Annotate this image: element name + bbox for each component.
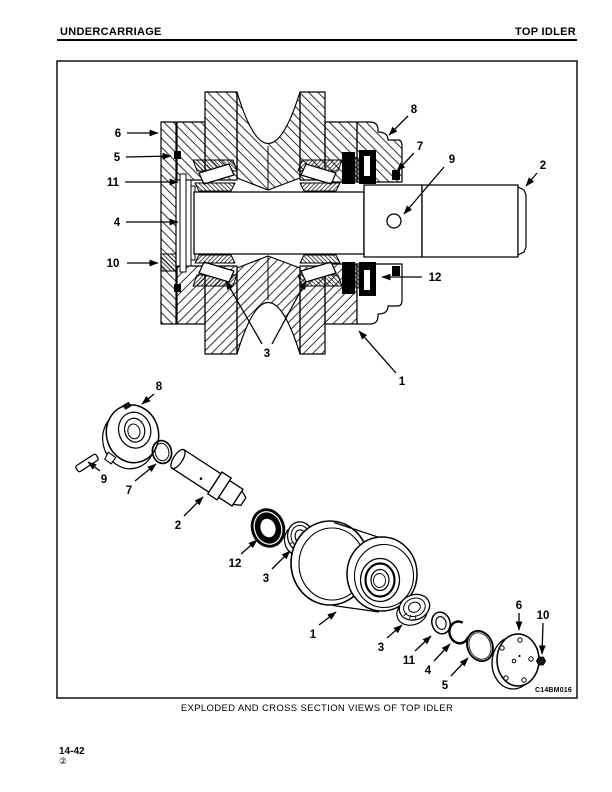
exploded-callouts: 8 9 7 2 12 3 1 3 11 4 5 6 10 xyxy=(87,381,550,692)
svg-text:6: 6 xyxy=(115,128,121,140)
svg-text:9: 9 xyxy=(101,474,107,486)
callout-8: 8 xyxy=(388,104,418,136)
callout-7: 7 xyxy=(396,141,423,172)
svg-text:9: 9 xyxy=(449,154,455,166)
exploded-view: 8 9 7 2 12 3 1 3 11 4 5 6 10 xyxy=(75,381,549,692)
svg-text:3: 3 xyxy=(378,642,384,654)
figure-border xyxy=(56,60,578,699)
callout-3: 3 xyxy=(225,280,307,360)
pin-9-shape xyxy=(75,453,99,473)
callout-11: 11 xyxy=(403,635,432,667)
callout-12: 12 xyxy=(229,539,258,570)
svg-text:8: 8 xyxy=(411,104,418,116)
header-topic-title: TOP IDLER xyxy=(515,26,576,38)
svg-text:2: 2 xyxy=(540,160,546,172)
svg-text:12: 12 xyxy=(229,558,242,570)
svg-text:12: 12 xyxy=(429,272,442,284)
plug-5-upper xyxy=(174,151,181,159)
callout-4: 4 xyxy=(114,217,179,229)
svg-text:8: 8 xyxy=(156,381,163,393)
callout-9: 9 xyxy=(87,461,107,486)
shaft-2-shape xyxy=(170,448,247,507)
retainer-plate-shape xyxy=(160,121,177,325)
cross-section-view: 6 5 11 4 10 8 7 9 2 12 3 1 xyxy=(107,91,547,388)
header-section-title: UNDERCARRIAGE xyxy=(60,26,162,38)
callout-10: 10 xyxy=(537,610,550,655)
svg-text:1: 1 xyxy=(310,629,317,641)
shaft-extension-shape xyxy=(421,184,519,258)
shaft-body-shape xyxy=(193,191,365,255)
svg-text:3: 3 xyxy=(264,348,270,360)
cover-8-shape xyxy=(102,401,160,470)
svg-text:3: 3 xyxy=(263,573,269,585)
shim-stack-shape xyxy=(179,173,196,273)
svg-text:4: 4 xyxy=(114,217,121,229)
figure-caption: EXPLODED AND CROSS SECTION VIEWS OF TOP … xyxy=(180,703,454,714)
svg-text:5: 5 xyxy=(442,680,449,692)
seal-group-lower xyxy=(342,262,400,296)
svg-text:10: 10 xyxy=(537,610,550,622)
page-footer: 14-42 ② xyxy=(59,746,85,768)
svg-text:7: 7 xyxy=(417,141,423,153)
svg-text:6: 6 xyxy=(516,600,522,612)
svg-text:7: 7 xyxy=(126,485,132,497)
callout-5: 5 xyxy=(114,152,172,164)
callout-10: 10 xyxy=(107,258,159,270)
callout-8: 8 xyxy=(141,381,163,405)
svg-text:4: 4 xyxy=(425,665,432,677)
page-header: UNDERCARRIAGE TOP IDLER xyxy=(57,24,577,41)
svg-text:1: 1 xyxy=(399,376,406,388)
svg-text:5: 5 xyxy=(114,152,121,164)
page-number: 14-42 xyxy=(59,746,85,757)
idler-wheel-1-shape xyxy=(290,520,418,613)
cross-section-callouts: 6 5 11 4 10 8 7 9 2 12 3 1 xyxy=(107,104,547,388)
svg-text:2: 2 xyxy=(175,520,181,532)
callout-1: 1 xyxy=(310,611,337,641)
snap-ring-4-shape xyxy=(448,620,470,645)
svg-text:11: 11 xyxy=(403,655,416,667)
shaft-end-cap xyxy=(517,186,527,256)
callout-6: 6 xyxy=(115,128,159,140)
bearing-top-left xyxy=(192,159,238,192)
oring-7-shape xyxy=(151,439,173,465)
bearing-3b-shape xyxy=(396,593,431,626)
callout-3b: 3 xyxy=(378,624,403,654)
callout-2: 2 xyxy=(525,160,546,187)
callout-7: 7 xyxy=(126,463,157,497)
callout-4: 4 xyxy=(425,643,451,677)
cover-plate-6-shape xyxy=(491,633,540,690)
svg-text:10: 10 xyxy=(107,258,120,270)
callout-6: 6 xyxy=(515,600,523,631)
callout-5: 5 xyxy=(442,657,469,692)
revision-mark: ② xyxy=(59,757,68,767)
callout-2: 2 xyxy=(175,496,204,532)
bearing-bottom-right xyxy=(297,254,343,287)
oil-hole-shape xyxy=(386,213,402,229)
plug-10-shape xyxy=(160,253,177,272)
bearing-bottom-left xyxy=(192,254,238,287)
callout-12: 12 xyxy=(381,272,442,284)
callout-9: 9 xyxy=(403,154,455,215)
seal-group-upper xyxy=(342,150,400,184)
nut-10-shape xyxy=(535,656,547,666)
callout-11: 11 xyxy=(107,177,179,189)
callout-1: 1 xyxy=(358,330,406,388)
oring-5-shape xyxy=(466,629,494,663)
seal-12-shape xyxy=(250,508,286,548)
figure-code: C14BM016 xyxy=(535,687,572,694)
washer-11-shape xyxy=(431,611,451,635)
plug-5-lower xyxy=(174,284,181,292)
callout-3a: 3 xyxy=(263,550,291,585)
bearing-top-right xyxy=(297,159,343,192)
svg-text:11: 11 xyxy=(107,177,120,189)
